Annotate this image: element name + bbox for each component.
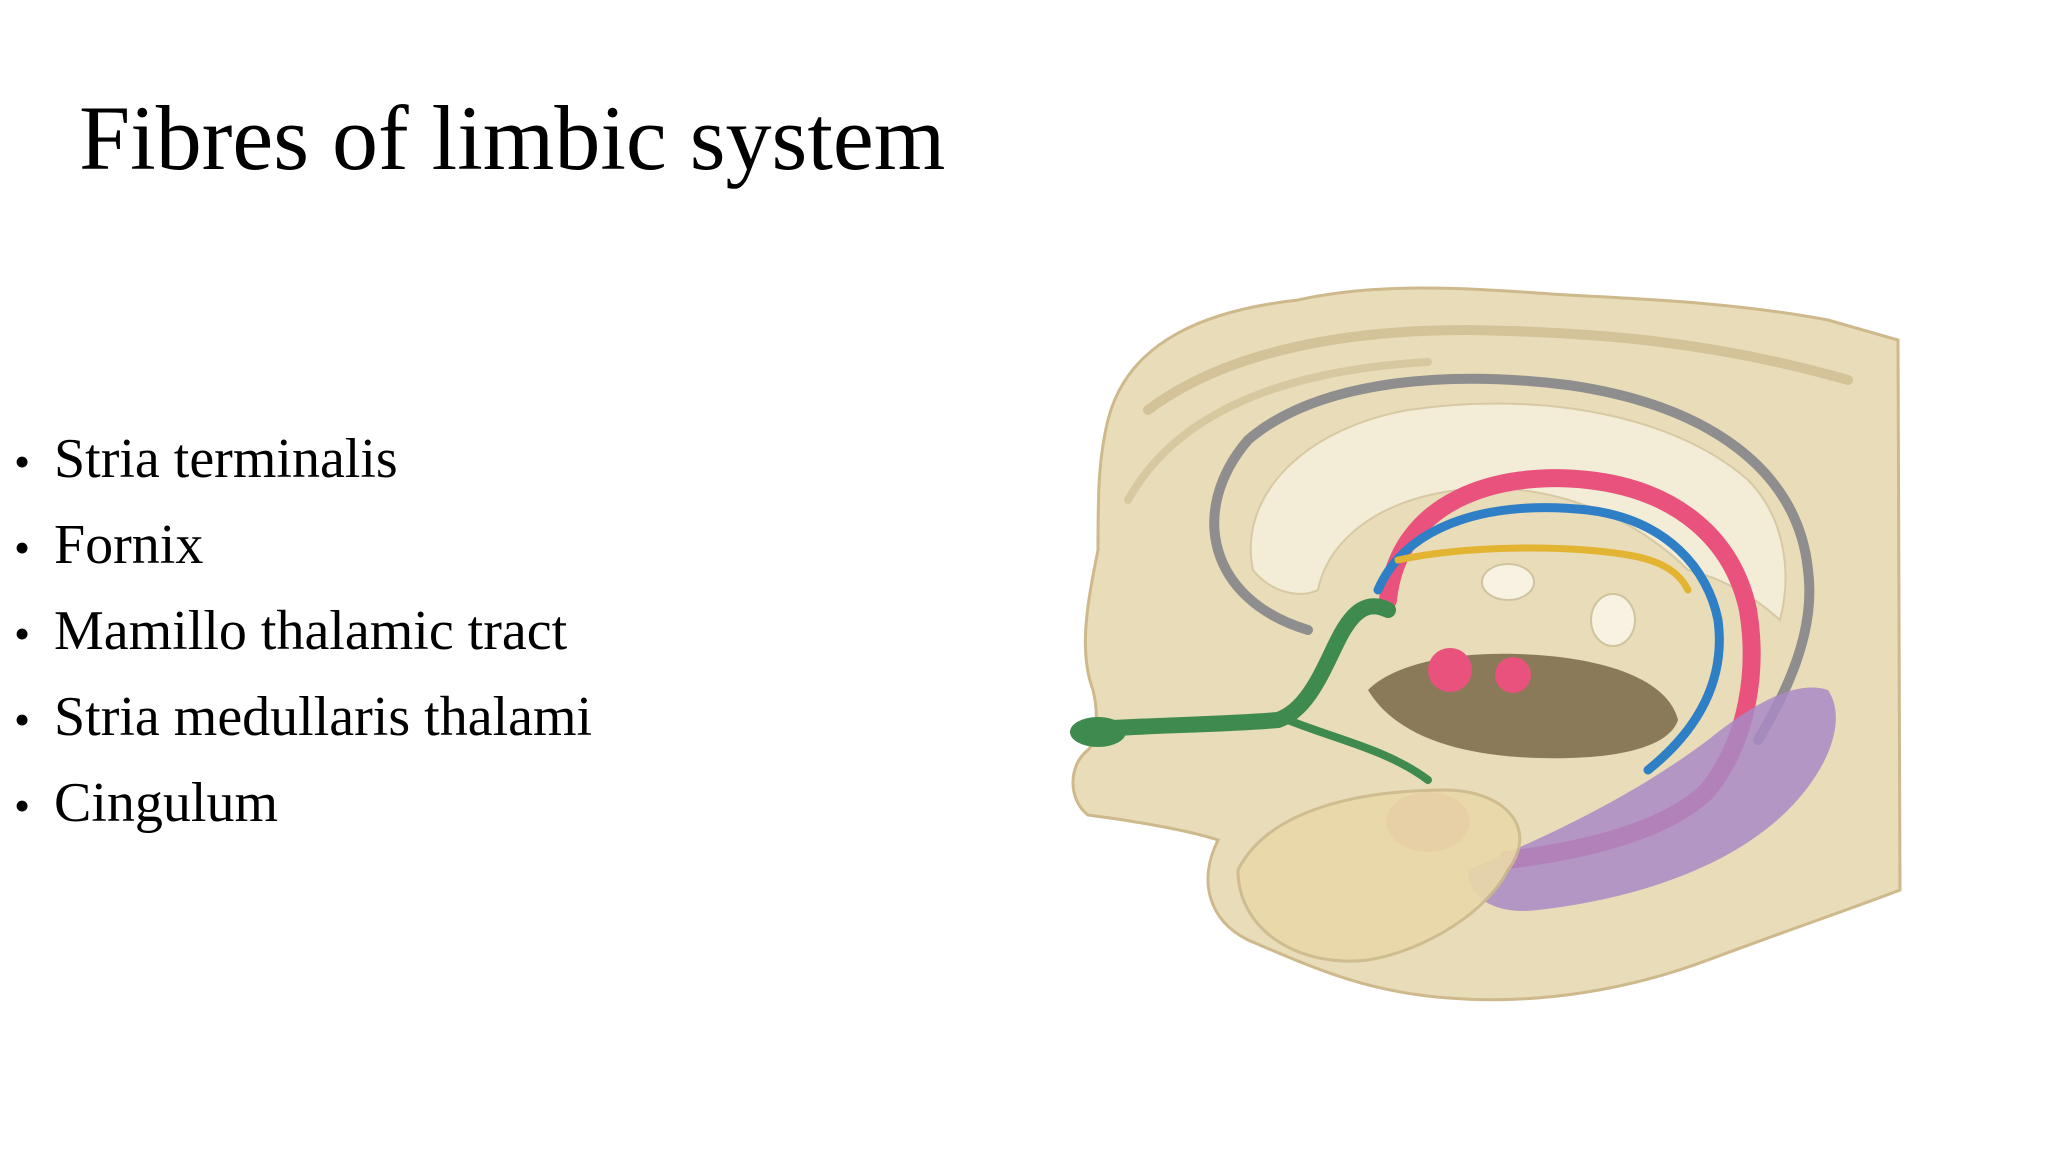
gyrus-line bbox=[1143, 324, 1853, 415]
list-item-text: Mamillo thalamic tract bbox=[54, 600, 568, 662]
list-item: • Mamillo thalamic tract bbox=[14, 588, 592, 674]
olfactory-tract bbox=[1075, 598, 1396, 738]
list-item: • Stria terminalis bbox=[14, 416, 592, 502]
mamillary-body bbox=[1428, 648, 1472, 692]
list-item: • Fornix bbox=[14, 502, 592, 588]
mamillary-body bbox=[1495, 657, 1531, 693]
yellow-tract bbox=[1394, 544, 1692, 594]
blue-tract bbox=[1373, 503, 1724, 775]
list-item-text: Fornix bbox=[54, 514, 204, 576]
list-item: • Stria medullaris thalami bbox=[14, 674, 592, 760]
hippocampus bbox=[1468, 687, 1836, 911]
bullet-icon: • bbox=[14, 608, 31, 659]
brain-illustration bbox=[1068, 270, 1920, 1012]
list-item-text: Stria terminalis bbox=[54, 428, 398, 490]
list-item-text: Cingulum bbox=[54, 772, 279, 834]
olfactory-bulb bbox=[1070, 717, 1126, 747]
stria-terminalis bbox=[1284, 716, 1432, 784]
bullet-list: • Stria terminalis • Fornix • Mamillo th… bbox=[14, 416, 592, 846]
gyrus-line bbox=[1124, 358, 1432, 504]
white-nucleus bbox=[1590, 593, 1636, 647]
bullet-icon: • bbox=[14, 694, 31, 745]
bullet-icon: • bbox=[14, 780, 31, 831]
cingulum-grey-arc bbox=[1209, 373, 1815, 745]
white-nucleus bbox=[1481, 563, 1535, 601]
slide-title: Fibres of limbic system bbox=[79, 87, 946, 189]
corpus-callosum bbox=[1249, 402, 1787, 622]
bullet-icon: • bbox=[14, 522, 31, 573]
bullet-icon: • bbox=[14, 436, 31, 487]
temporal-lobe bbox=[1236, 788, 1522, 963]
list-item-text: Stria medullaris thalami bbox=[54, 686, 593, 748]
list-item: • Cingulum bbox=[14, 760, 592, 846]
brain-illustration-svg bbox=[1070, 286, 1902, 1002]
